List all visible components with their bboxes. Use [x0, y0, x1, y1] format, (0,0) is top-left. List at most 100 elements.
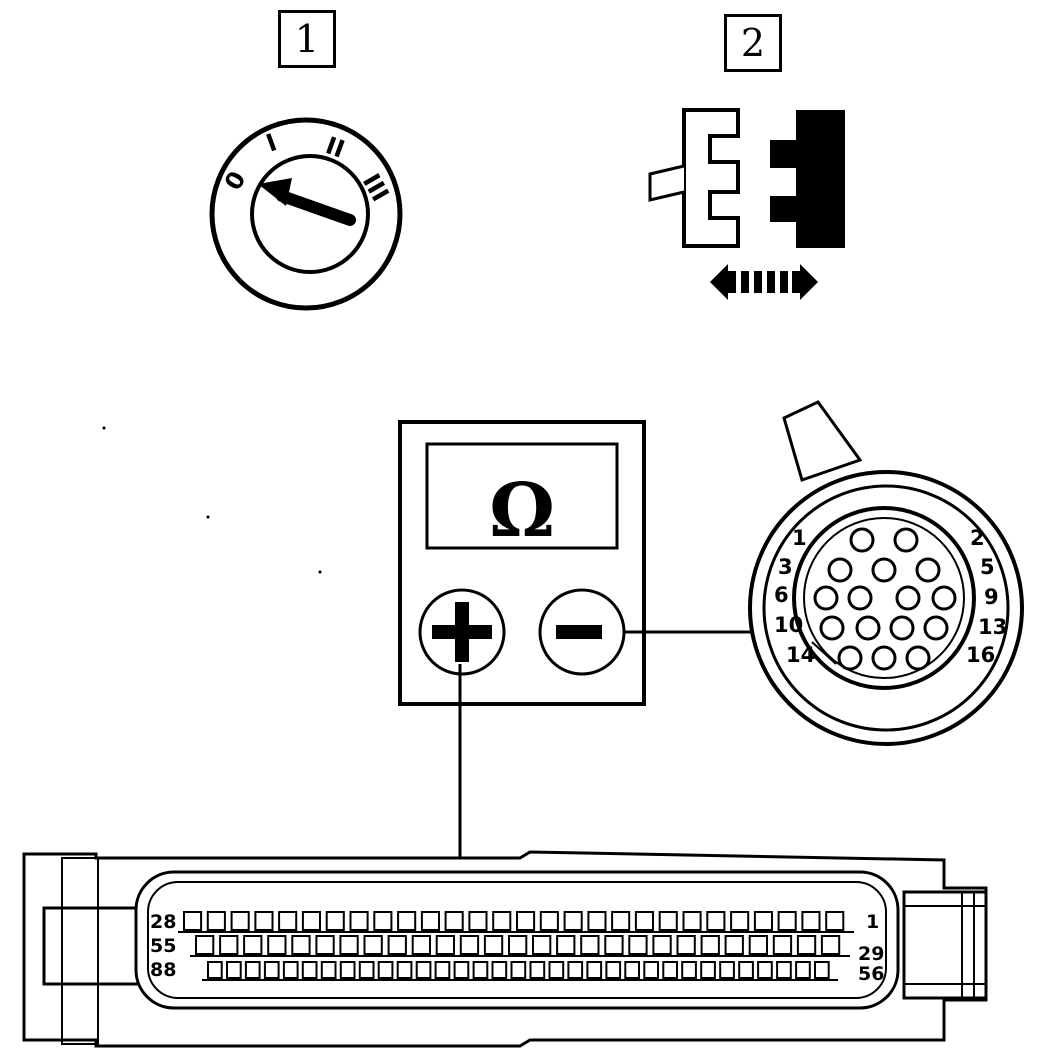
ecu-connector: 28 1 55 29 88 56 — [22, 850, 988, 1048]
ecu-pin-cavity — [529, 961, 546, 979]
ecu-pin-cavity — [339, 935, 359, 955]
connector-pin — [905, 645, 931, 671]
ecu-row3-right-label: 56 — [858, 963, 884, 985]
connector-pin — [923, 615, 949, 641]
ecu-pin-cavity — [363, 935, 383, 955]
connector-pin — [893, 527, 919, 553]
connector-plug-half — [682, 108, 740, 248]
ecu-connector-right-latch — [902, 890, 988, 1000]
ecu-pin-cavity — [282, 961, 299, 979]
connector-pin — [813, 585, 839, 611]
ecu-pin-cavity — [682, 911, 702, 931]
connector-socket-half — [770, 110, 845, 248]
ecu-pin-cavity — [580, 935, 600, 955]
ecu-pin-cavity — [567, 961, 584, 979]
connector-locking-tab — [782, 400, 863, 482]
ecu-pin-cavity — [278, 911, 298, 931]
connector-pin — [837, 645, 863, 671]
connector-disconnect-illustration — [648, 108, 845, 300]
ecu-pin-cavity — [548, 961, 565, 979]
ecu-pin-cavity — [662, 961, 678, 979]
ecu-pin-cavity — [634, 911, 655, 931]
connector-pin — [915, 557, 941, 583]
ecu-pin-cavity — [539, 911, 559, 931]
ecu-pin-cavity — [658, 911, 678, 931]
print-speck — [206, 515, 210, 519]
ecu-pin-cavity — [604, 935, 624, 955]
ecu-pin-cavity — [587, 911, 607, 931]
connector-pins — [813, 527, 957, 671]
ecu-pin-cavity — [508, 935, 528, 955]
ecu-pin-cavity — [226, 961, 242, 979]
ignition-switch: 0 I II III — [209, 117, 403, 311]
ecu-pin-cavity — [483, 935, 504, 955]
pin-label-3: 3 — [778, 555, 793, 579]
ecu-row2-right-label: 29 — [858, 943, 884, 965]
connector-pin — [849, 527, 875, 553]
ecu-pin-cavity — [387, 935, 407, 955]
connector-pin — [847, 585, 873, 611]
ecu-pin-cavity — [628, 935, 648, 955]
pin-label-10: 10 — [774, 613, 803, 637]
plus-icon — [432, 602, 492, 662]
connector-pin — [895, 585, 921, 611]
ecu-pin-cavity — [730, 911, 750, 931]
ecu-pin-cavity — [243, 935, 263, 955]
ecu-pin-cavity — [254, 911, 274, 931]
ecu-pin-cavity — [320, 961, 337, 979]
ecu-pin-cavity — [556, 935, 576, 955]
ecu-pin-cavity — [719, 961, 735, 979]
ecu-pin-cavity — [315, 935, 335, 955]
ecu-pin-cavity — [444, 911, 464, 931]
connector-pin — [871, 557, 897, 583]
ecu-pin-cavity — [738, 961, 754, 979]
ecu-pin-cavity — [325, 911, 345, 931]
ecu-pin-cavity — [230, 911, 250, 931]
ecu-pin-cavity — [420, 911, 440, 931]
pin-label-1: 1 — [792, 526, 807, 550]
ecu-pin-cavity — [611, 911, 631, 931]
connector-pin — [871, 645, 897, 671]
print-speck — [102, 426, 106, 430]
ecu-row2-left-label: 55 — [150, 935, 176, 957]
ecu-pin-cavity — [652, 935, 672, 955]
connector-latch — [648, 164, 685, 202]
ecu-pin-cavity — [516, 911, 536, 931]
connector-pin — [819, 615, 845, 641]
ecu-pin-cavity — [468, 911, 488, 931]
ecu-pin-cavity — [724, 935, 744, 955]
ecu-pin-cavity — [586, 961, 603, 979]
ecu-pin-cavity — [676, 935, 696, 955]
connector-pin — [855, 615, 881, 641]
ecu-pin-cavity — [415, 961, 432, 979]
ecu-pin-cavity — [339, 961, 356, 979]
ecu-pin-cavity — [358, 961, 375, 979]
ecu-pin-cavity — [195, 935, 215, 955]
ecu-pin-cavity — [377, 961, 394, 979]
ecu-pin-cavity — [373, 911, 393, 931]
ecu-pin-cavity — [795, 961, 811, 979]
ecu-pin-cavity — [510, 961, 527, 979]
ecu-pin-cavity — [472, 961, 489, 979]
ecu-pin-cavity — [435, 935, 456, 955]
pin-label-13: 13 — [978, 615, 1007, 639]
ecu-pin-cavity — [532, 935, 552, 955]
ecu-pin-cavity — [748, 935, 769, 955]
ecu-row3-left-label: 88 — [150, 959, 176, 981]
ecu-pin-cavity — [777, 911, 797, 931]
ecu-pin-cavity — [301, 961, 318, 979]
ecu-pin-cavity — [776, 961, 792, 979]
ecu-pin-cavity — [459, 935, 480, 955]
connector-pin-face-inner — [803, 517, 965, 679]
ohmmeter-display — [425, 442, 619, 550]
ecu-pin-cavity — [301, 911, 321, 931]
ecu-pin-cavity — [814, 961, 830, 979]
ecu-pin-cavity — [772, 935, 793, 955]
ohm-symbol: Ω — [489, 468, 555, 554]
ecu-pin-cavity — [434, 961, 451, 979]
ecu-pin-cavity — [291, 935, 311, 955]
pin-label-2: 2 — [970, 526, 985, 550]
ecu-pin-cavity — [349, 911, 369, 931]
